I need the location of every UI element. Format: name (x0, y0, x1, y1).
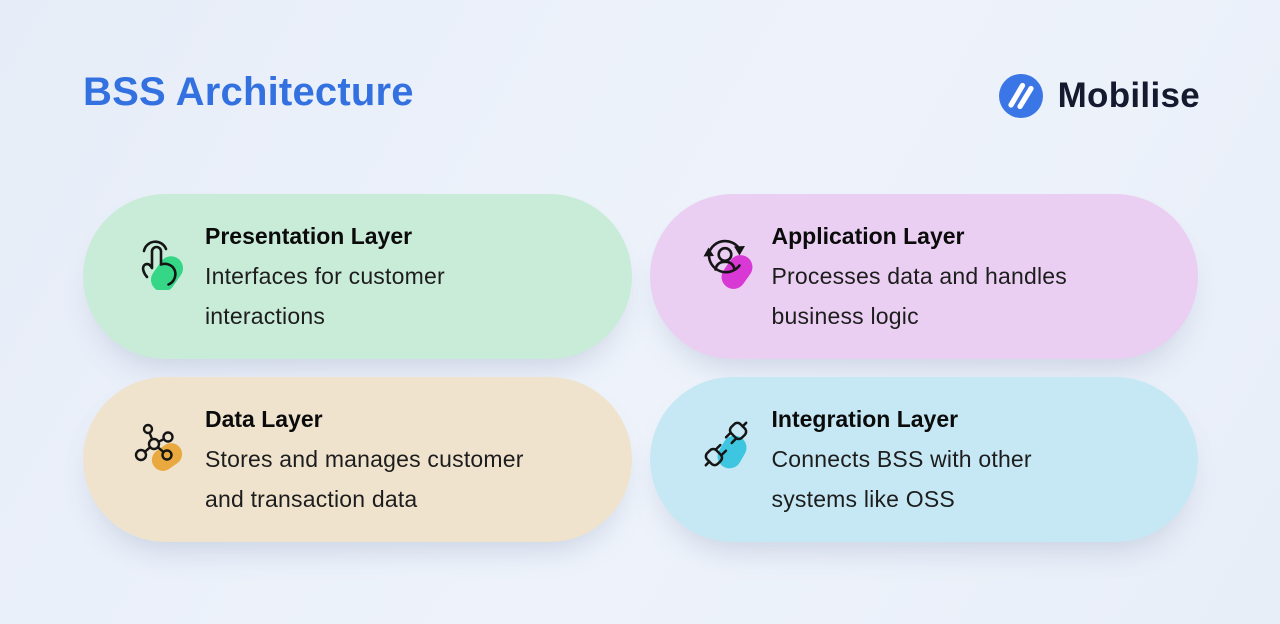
page-title: BSS Architecture (83, 70, 414, 114)
network-nodes-icon (128, 411, 190, 473)
card-description: Processes data and handles business logi… (771, 263, 1067, 329)
card-data-layer: Data Layer Stores and manages customer a… (83, 377, 632, 542)
card-title: Data Layer (205, 406, 323, 432)
card-application-layer: Application Layer Processes data and han… (649, 194, 1198, 359)
card-integration-layer: Integration Layer Connects BSS with othe… (649, 377, 1198, 542)
card-presentation-layer: Presentation Layer Interfaces for custom… (83, 194, 632, 359)
card-description: Connects BSS with other systems like OSS (771, 446, 1032, 512)
card-text: Data Layer Stores and manages customer a… (205, 399, 524, 519)
user-sync-icon (695, 228, 757, 290)
card-title: Application Layer (771, 223, 965, 249)
card-description: Interfaces for customer interactions (205, 263, 445, 329)
card-description: Stores and manages customer and transact… (205, 446, 524, 512)
card-text: Integration Layer Connects BSS with othe… (772, 399, 1032, 519)
layer-card-grid: Presentation Layer Interfaces for custom… (83, 194, 1198, 542)
mobilise-logo-icon (998, 74, 1043, 118)
card-title: Integration Layer (771, 406, 959, 432)
brand-logo: Mobilise (998, 74, 1200, 118)
tap-gesture-icon (128, 228, 190, 290)
plug-connection-icon (695, 411, 757, 473)
card-title: Presentation Layer (205, 223, 413, 249)
card-text: Presentation Layer Interfaces for custom… (205, 216, 445, 336)
brand-name: Mobilise (1057, 76, 1200, 115)
card-text: Application Layer Processes data and han… (772, 216, 1067, 336)
